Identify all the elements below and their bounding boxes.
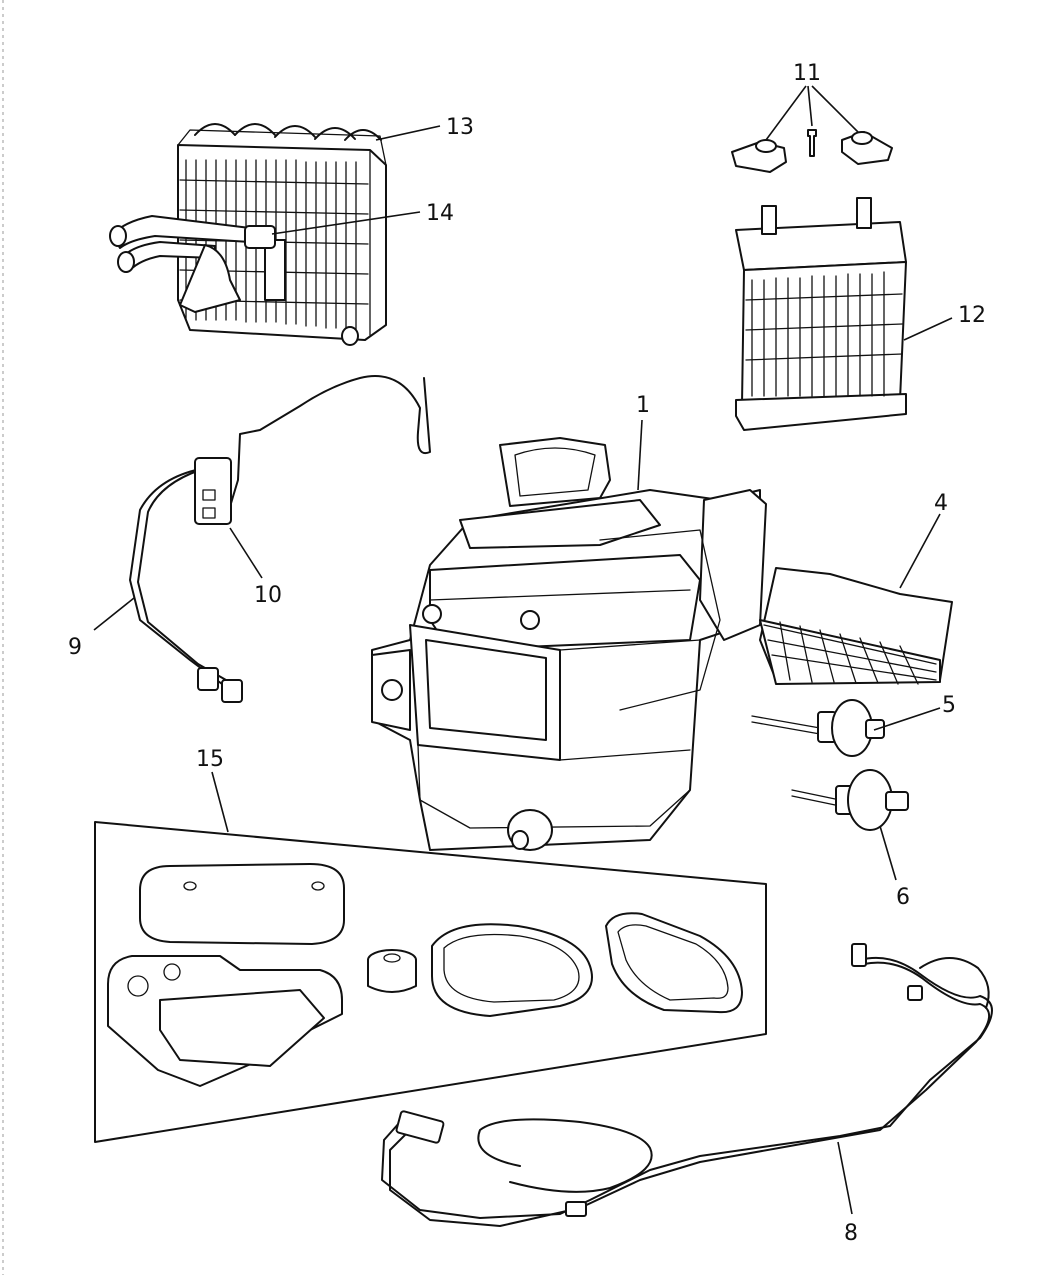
- seal-kit: [94, 821, 767, 1143]
- leader-5: [873, 707, 941, 731]
- leader-11b: [807, 85, 813, 127]
- leader-11c: [811, 85, 859, 133]
- callout-6: 6: [896, 885, 910, 910]
- callout-9: 9: [68, 635, 82, 660]
- callout-10: 10: [254, 583, 282, 608]
- wire-harness-switch: [129, 375, 431, 703]
- vacuum-actuators: [751, 699, 909, 831]
- heater-core: [735, 197, 907, 431]
- leader-12: [903, 317, 953, 341]
- callout-8: 8: [844, 1221, 858, 1246]
- callout-4: 4: [934, 491, 948, 516]
- callout-1: 1: [636, 393, 650, 418]
- callout-11: 11: [793, 61, 821, 86]
- callout-15: 15: [196, 747, 224, 772]
- air-duct-with-screen: [759, 567, 953, 685]
- leader-13: [375, 125, 441, 141]
- leader-14: [271, 211, 421, 235]
- leader-4: [899, 513, 941, 589]
- hvac-housing: [371, 437, 767, 851]
- leader-1: [637, 419, 643, 491]
- leader-9: [93, 597, 135, 631]
- callout-13: 13: [446, 115, 474, 140]
- callout-5: 5: [942, 693, 956, 718]
- evaporator-core: [109, 123, 387, 346]
- heater-core-retainers: [731, 129, 893, 173]
- leader-15: [211, 771, 229, 833]
- callout-12: 12: [958, 303, 986, 328]
- callout-14: 14: [426, 201, 454, 226]
- leader-10: [229, 527, 263, 579]
- leader-6: [879, 825, 897, 881]
- leader-8: [837, 1141, 853, 1215]
- main-wire-harness: [381, 943, 993, 1227]
- leader-11a: [765, 85, 807, 141]
